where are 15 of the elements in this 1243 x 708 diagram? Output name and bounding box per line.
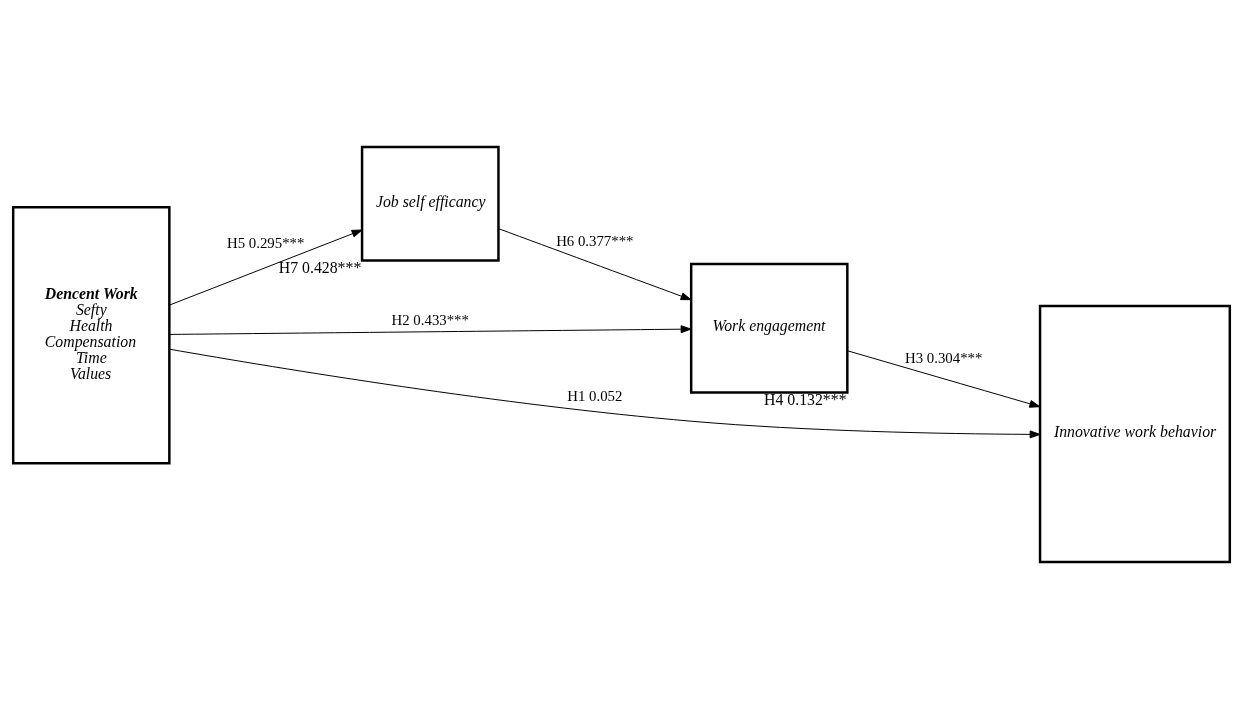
node-box: Innovative work behavior [1038,304,1232,563]
edge-label: H5 0.295*** [227,234,305,251]
edge-label: H1 0.052 [567,387,623,404]
arrow [498,227,692,300]
arrow [169,229,363,306]
node-box: Dencent Work Sefty Health Compensation Time Values [11,205,171,464]
edge-label: H6 0.377*** [556,232,634,249]
node-box: Work engagement [689,262,849,394]
arrow [846,349,1041,408]
edge-label: H2 0.433*** [391,311,469,328]
arrow [168,348,1041,438]
edge-label: H3 0.304*** [905,349,983,366]
arrow [168,324,692,335]
node-label: H7 0.428*** [278,258,362,276]
node-box: Job self efficancy [360,145,500,262]
